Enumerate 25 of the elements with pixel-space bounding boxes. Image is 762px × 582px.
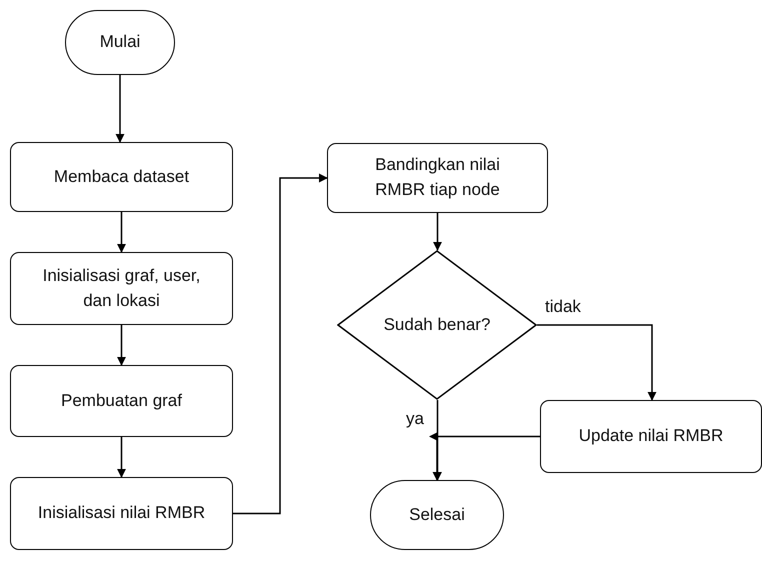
decision-diamond — [337, 250, 537, 400]
node-text: Pembuatan graf — [61, 390, 182, 412]
arrow — [117, 212, 126, 253]
process-box — [327, 143, 548, 213]
arrow — [433, 213, 442, 251]
arrow — [429, 432, 540, 480]
node-text: Selesai — [409, 504, 465, 526]
arrow — [537, 324, 656, 401]
edge-label: tidak — [543, 298, 583, 315]
node-text: Bandingkan nilai RMBR tiap node — [374, 154, 501, 201]
process-box — [10, 477, 233, 550]
node-text: Inisialisasi nilai RMBR — [38, 502, 206, 524]
process-box — [10, 252, 233, 325]
process-box — [10, 142, 233, 212]
arrow — [117, 437, 126, 478]
arrow — [117, 325, 126, 366]
arrow — [116, 75, 124, 143]
node-text: Membaca dataset — [54, 166, 190, 188]
process-box — [540, 400, 762, 473]
process-box — [10, 365, 233, 437]
arrow — [233, 174, 328, 514]
node-text: Mulai — [100, 31, 140, 54]
node-text: Sudah benar? — [384, 314, 490, 336]
node-text: Update nilai RMBR — [578, 425, 724, 448]
node-text: Inisialisasi graf, user, dan lokasi — [42, 264, 202, 312]
